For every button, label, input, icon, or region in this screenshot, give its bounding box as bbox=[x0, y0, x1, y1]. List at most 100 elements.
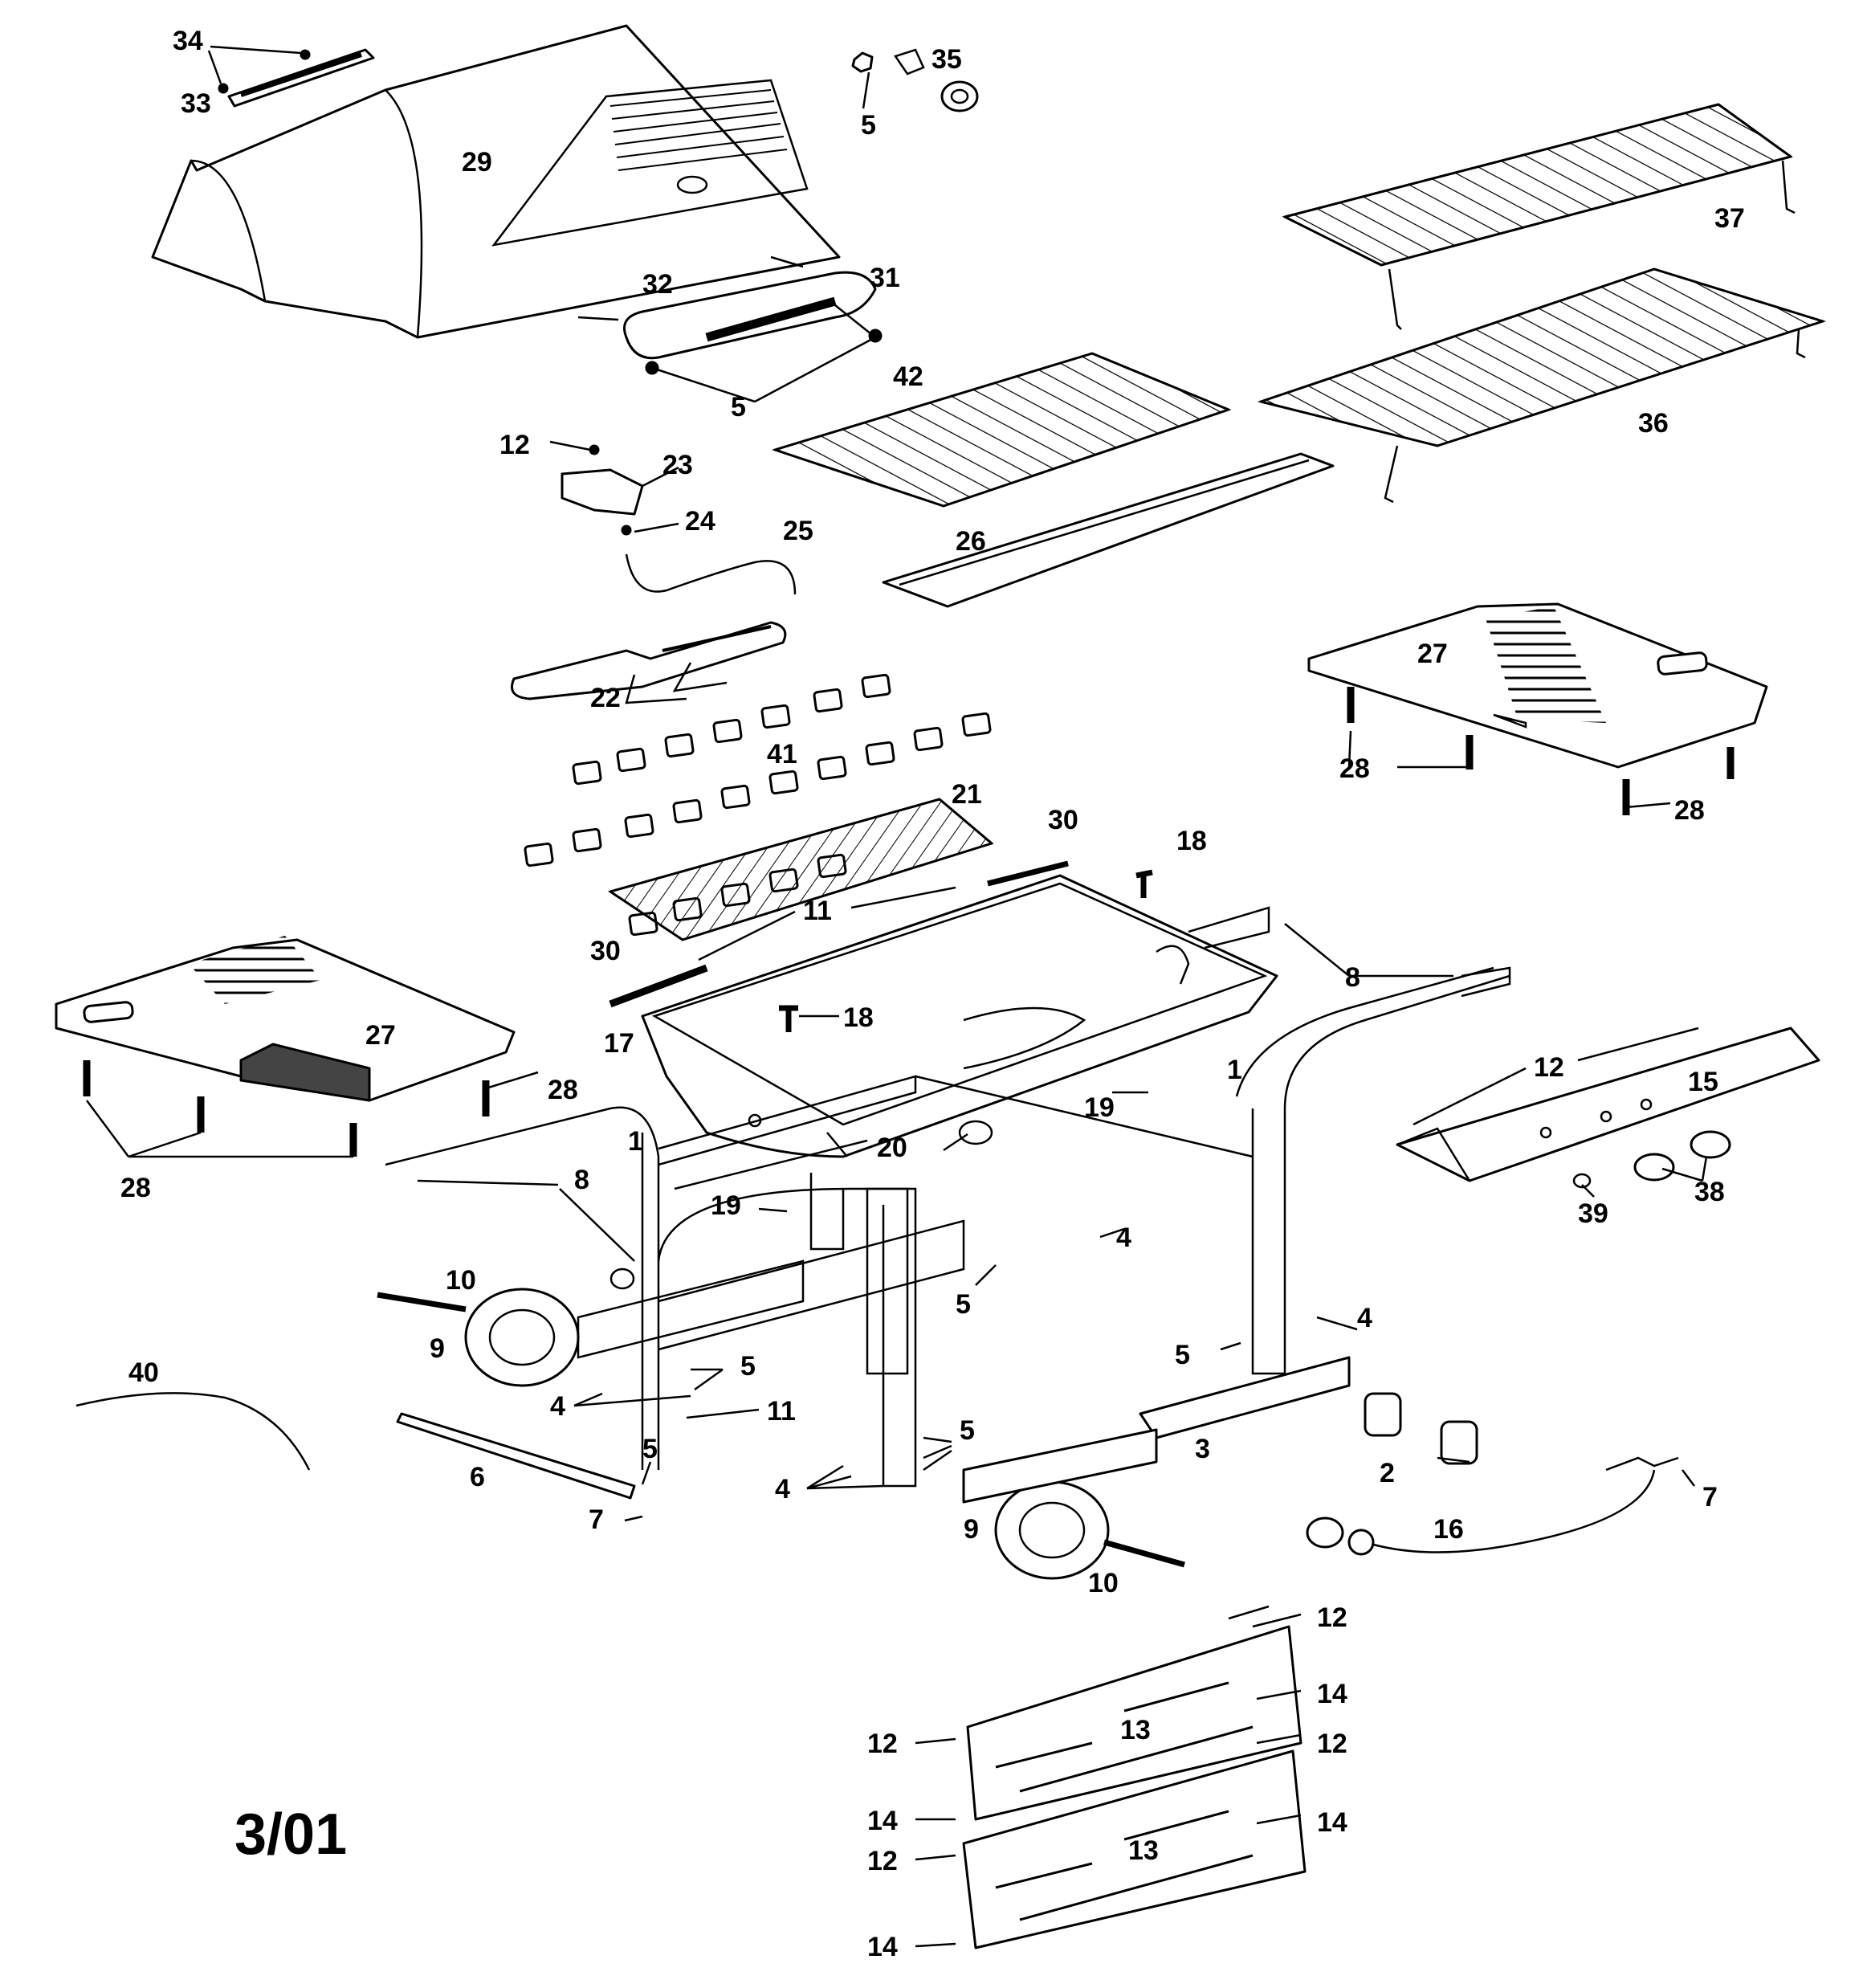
callout-14: 14 bbox=[1317, 1807, 1347, 1838]
callout-12: 12 bbox=[867, 1846, 898, 1876]
callout-7: 7 bbox=[1702, 1482, 1718, 1512]
warming-rack-upper-part bbox=[1282, 103, 1796, 330]
screw-icon bbox=[218, 49, 311, 94]
lid-handle-part bbox=[577, 255, 883, 375]
callout-17: 17 bbox=[604, 1028, 634, 1059]
axle-part bbox=[377, 1292, 1185, 1568]
callout-40: 40 bbox=[128, 1357, 159, 1388]
cooking-grate-part bbox=[771, 352, 1232, 508]
callout-35: 35 bbox=[932, 44, 962, 75]
callout-13: 13 bbox=[1128, 1835, 1159, 1866]
callout-7: 7 bbox=[589, 1504, 604, 1535]
igniter-bracket-part bbox=[561, 444, 797, 595]
callout-1: 1 bbox=[1227, 1055, 1242, 1085]
callout-34: 34 bbox=[173, 26, 203, 56]
logo-plate-part bbox=[227, 48, 375, 108]
control-knob-part bbox=[1572, 1130, 1731, 1189]
shelf-screw-icon bbox=[83, 687, 1735, 1157]
callout-5: 5 bbox=[731, 392, 746, 423]
side-shelf-left-part bbox=[55, 936, 516, 1102]
callout-24: 24 bbox=[685, 506, 715, 537]
callout-26: 26 bbox=[956, 526, 986, 557]
callout-30: 30 bbox=[1048, 805, 1078, 835]
callout-11: 11 bbox=[767, 1396, 796, 1427]
callout-12: 12 bbox=[867, 1729, 898, 1759]
callout-29: 29 bbox=[462, 147, 492, 178]
callout-4: 4 bbox=[1357, 1303, 1372, 1333]
callout-5: 5 bbox=[642, 1434, 658, 1464]
callout-1: 1 bbox=[628, 1126, 643, 1157]
burner-part bbox=[511, 621, 787, 704]
callout-28: 28 bbox=[548, 1075, 578, 1105]
callout-5: 5 bbox=[960, 1415, 975, 1446]
callout-12: 12 bbox=[1317, 1602, 1347, 1633]
callout-22: 22 bbox=[590, 683, 621, 713]
drip-cup-part bbox=[958, 1120, 993, 1145]
foot-part bbox=[1364, 1392, 1478, 1465]
callout-27: 27 bbox=[365, 1020, 396, 1051]
callout-13: 13 bbox=[1120, 1715, 1151, 1745]
cart-door-lower-part bbox=[962, 1749, 1307, 1949]
callout-3: 3 bbox=[1195, 1434, 1210, 1464]
callout-15: 15 bbox=[1688, 1067, 1718, 1097]
callout-36: 36 bbox=[1638, 408, 1669, 439]
callout-labels: 34 33 29 35 5 37 32 31 42 5 36 12 23 24 … bbox=[120, 26, 1745, 1962]
callout-38: 38 bbox=[1694, 1177, 1725, 1207]
wheel-part bbox=[464, 1268, 1110, 1580]
callout-28: 28 bbox=[1674, 795, 1705, 826]
callout-5: 5 bbox=[956, 1289, 971, 1320]
callout-5: 5 bbox=[861, 110, 876, 141]
callout-5: 5 bbox=[1175, 1340, 1190, 1370]
callout-12: 12 bbox=[1534, 1052, 1564, 1083]
callout-39: 39 bbox=[1578, 1198, 1608, 1229]
hose-clip-part bbox=[75, 1392, 311, 1471]
callout-14: 14 bbox=[1317, 1679, 1347, 1709]
callout-10: 10 bbox=[446, 1265, 476, 1296]
callout-12: 12 bbox=[1317, 1729, 1347, 1759]
callout-4: 4 bbox=[1116, 1223, 1131, 1253]
callout-10: 10 bbox=[1088, 1568, 1119, 1598]
callout-19: 19 bbox=[1084, 1092, 1115, 1123]
briquette-grate-part bbox=[608, 798, 994, 941]
callout-14: 14 bbox=[867, 1806, 898, 1836]
callout-2: 2 bbox=[1380, 1458, 1395, 1488]
lid-hood-part bbox=[151, 24, 841, 339]
callout-19: 19 bbox=[711, 1190, 741, 1221]
callout-12: 12 bbox=[499, 430, 530, 460]
warming-rack-lower-part bbox=[1257, 267, 1827, 504]
callout-18: 18 bbox=[843, 1002, 874, 1033]
callout-30: 30 bbox=[590, 936, 621, 966]
callout-33: 33 bbox=[181, 88, 211, 119]
pivot-rod-part bbox=[609, 860, 1069, 1008]
callout-16: 16 bbox=[1433, 1514, 1464, 1545]
callout-28: 28 bbox=[1339, 753, 1370, 784]
callout-25: 25 bbox=[783, 516, 813, 546]
thermometer-part bbox=[851, 48, 979, 112]
callout-31: 31 bbox=[870, 263, 900, 293]
callout-8: 8 bbox=[1345, 962, 1360, 993]
heat-shield-part bbox=[882, 452, 1335, 608]
callout-9: 9 bbox=[430, 1333, 445, 1364]
callout-42: 42 bbox=[893, 361, 923, 392]
callout-8: 8 bbox=[574, 1165, 589, 1195]
callout-4: 4 bbox=[775, 1474, 790, 1504]
side-shelf-right-part bbox=[1307, 602, 1768, 769]
cart-frame-part bbox=[385, 906, 1511, 1488]
control-panel-part bbox=[1396, 1027, 1820, 1182]
revision-date-label: 3/01 bbox=[234, 1802, 347, 1867]
callout-21: 21 bbox=[952, 779, 982, 810]
regulator-hose-part bbox=[1306, 1456, 1679, 1556]
callout-27: 27 bbox=[1417, 639, 1448, 669]
leader-lines bbox=[85, 45, 1708, 1948]
callout-14: 14 bbox=[867, 1932, 898, 1962]
bolt-icon bbox=[779, 869, 1153, 1032]
cross-brace-part bbox=[396, 1356, 1351, 1504]
callout-28: 28 bbox=[120, 1173, 151, 1203]
callout-4: 4 bbox=[550, 1391, 565, 1422]
callout-9: 9 bbox=[964, 1514, 979, 1545]
callout-41: 41 bbox=[767, 739, 797, 769]
firebox-part bbox=[641, 874, 1278, 1158]
callout-6: 6 bbox=[470, 1462, 485, 1492]
callout-37: 37 bbox=[1714, 203, 1745, 234]
